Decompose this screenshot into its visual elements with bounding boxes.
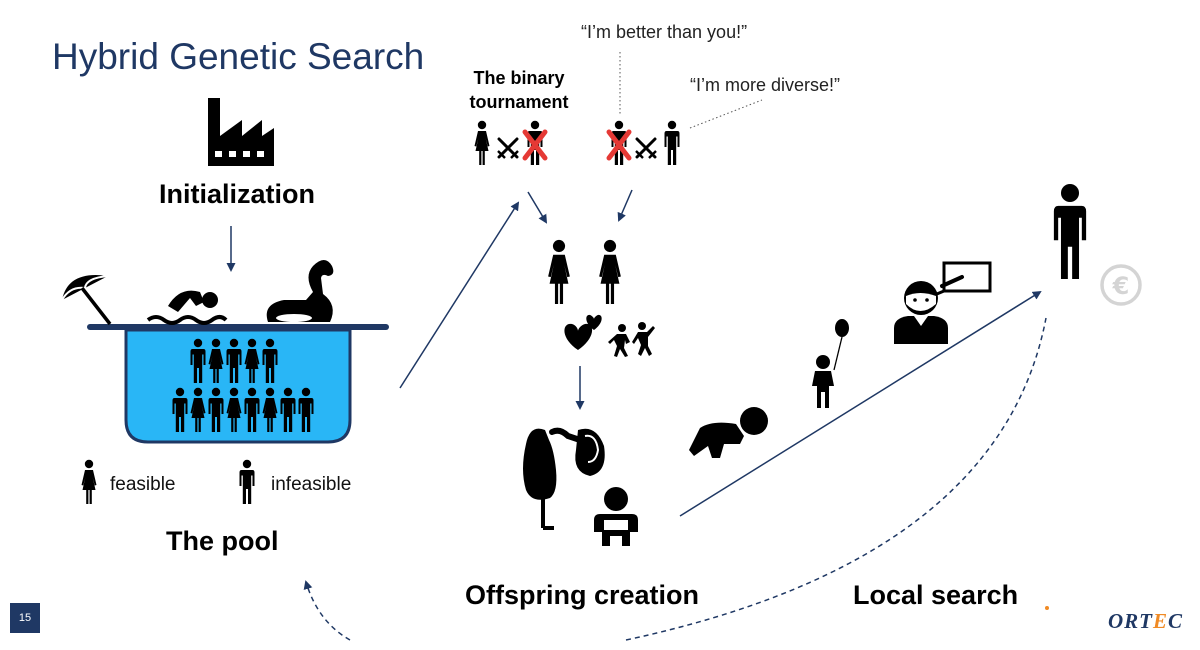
crawling-baby-icon bbox=[689, 407, 768, 458]
logo-prefix: ORT bbox=[1108, 609, 1153, 633]
baby-icon bbox=[594, 487, 638, 546]
tournament-match-2 bbox=[609, 120, 680, 165]
ortec-logo: ORTEC bbox=[1108, 609, 1183, 634]
logo-suffix: C bbox=[1168, 609, 1184, 633]
arrow-pool-to-tournament bbox=[399, 201, 520, 389]
binary-tournament-line1: The binary bbox=[473, 68, 565, 88]
offspring-creation-label: Offspring creation bbox=[465, 580, 700, 610]
swan-float-icon bbox=[266, 260, 334, 322]
page-number: 15 bbox=[10, 603, 40, 633]
beach-umbrella-icon bbox=[61, 275, 112, 326]
factory-icon bbox=[208, 98, 274, 166]
feasible-legend-icon bbox=[81, 459, 97, 504]
local-search-label: Local search bbox=[853, 580, 1019, 610]
arrow-tournament1-to-parents bbox=[527, 191, 548, 224]
infeasible-legend-icon bbox=[239, 459, 255, 504]
arrow-local-search bbox=[679, 290, 1042, 517]
euro-icon: € bbox=[1100, 264, 1142, 306]
quote-connector-diverse bbox=[689, 99, 763, 129]
selected-parents bbox=[548, 239, 621, 304]
infeasible-legend-label: infeasible bbox=[271, 474, 352, 495]
adult-icon bbox=[1053, 183, 1087, 279]
accent-dot bbox=[1045, 606, 1049, 610]
hearts-icon bbox=[564, 314, 602, 350]
quote-better: “I’m better than you!” bbox=[581, 22, 748, 42]
dashed-return-right bbox=[625, 317, 1047, 641]
pool-label: The pool bbox=[166, 526, 279, 556]
initialization-label: Initialization bbox=[159, 179, 316, 209]
swimmer-icon bbox=[146, 290, 228, 325]
svg-text:€: € bbox=[1112, 272, 1130, 300]
slide-title: Hybrid Genetic Search bbox=[52, 36, 425, 77]
child-with-balloon-icon bbox=[812, 319, 849, 408]
logo-accent: E bbox=[1153, 609, 1169, 633]
playing-children-icon bbox=[608, 322, 655, 357]
dashed-return-left bbox=[303, 580, 351, 641]
student-icon bbox=[894, 261, 992, 344]
quote-diverse: “I’m more diverse!” bbox=[690, 75, 841, 95]
feasible-legend-label: feasible bbox=[110, 474, 176, 495]
binary-tournament-line2: tournament bbox=[469, 92, 569, 112]
tournament-match-1 bbox=[474, 120, 546, 165]
stork-icon bbox=[523, 427, 605, 530]
binary-tournament-label: The binary tournament bbox=[463, 66, 575, 114]
arrow-tournament2-to-parents bbox=[617, 189, 633, 222]
